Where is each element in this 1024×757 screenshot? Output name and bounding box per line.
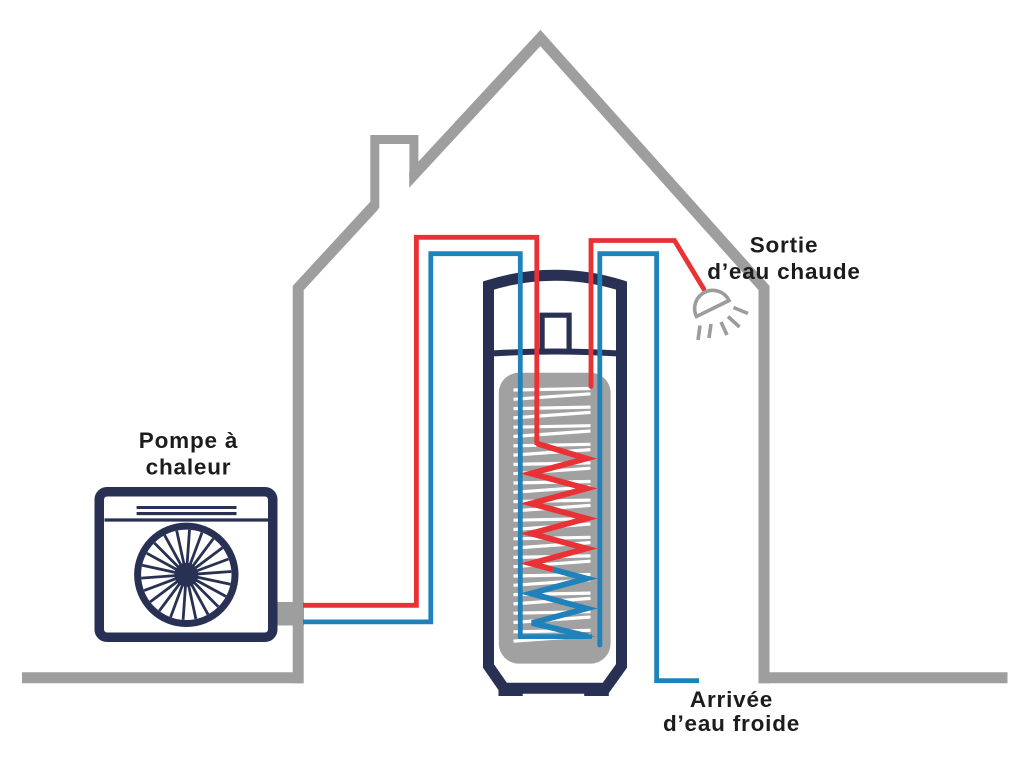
svg-text:d’eau chaude: d’eau chaude: [707, 259, 860, 284]
svg-text:Pompe à: Pompe à: [139, 428, 238, 453]
svg-text:chaleur: chaleur: [146, 455, 232, 480]
svg-text:Sortie: Sortie: [750, 233, 819, 258]
svg-text:Arrivée: Arrivée: [690, 687, 773, 712]
svg-text:d’eau froide: d’eau froide: [663, 711, 800, 736]
